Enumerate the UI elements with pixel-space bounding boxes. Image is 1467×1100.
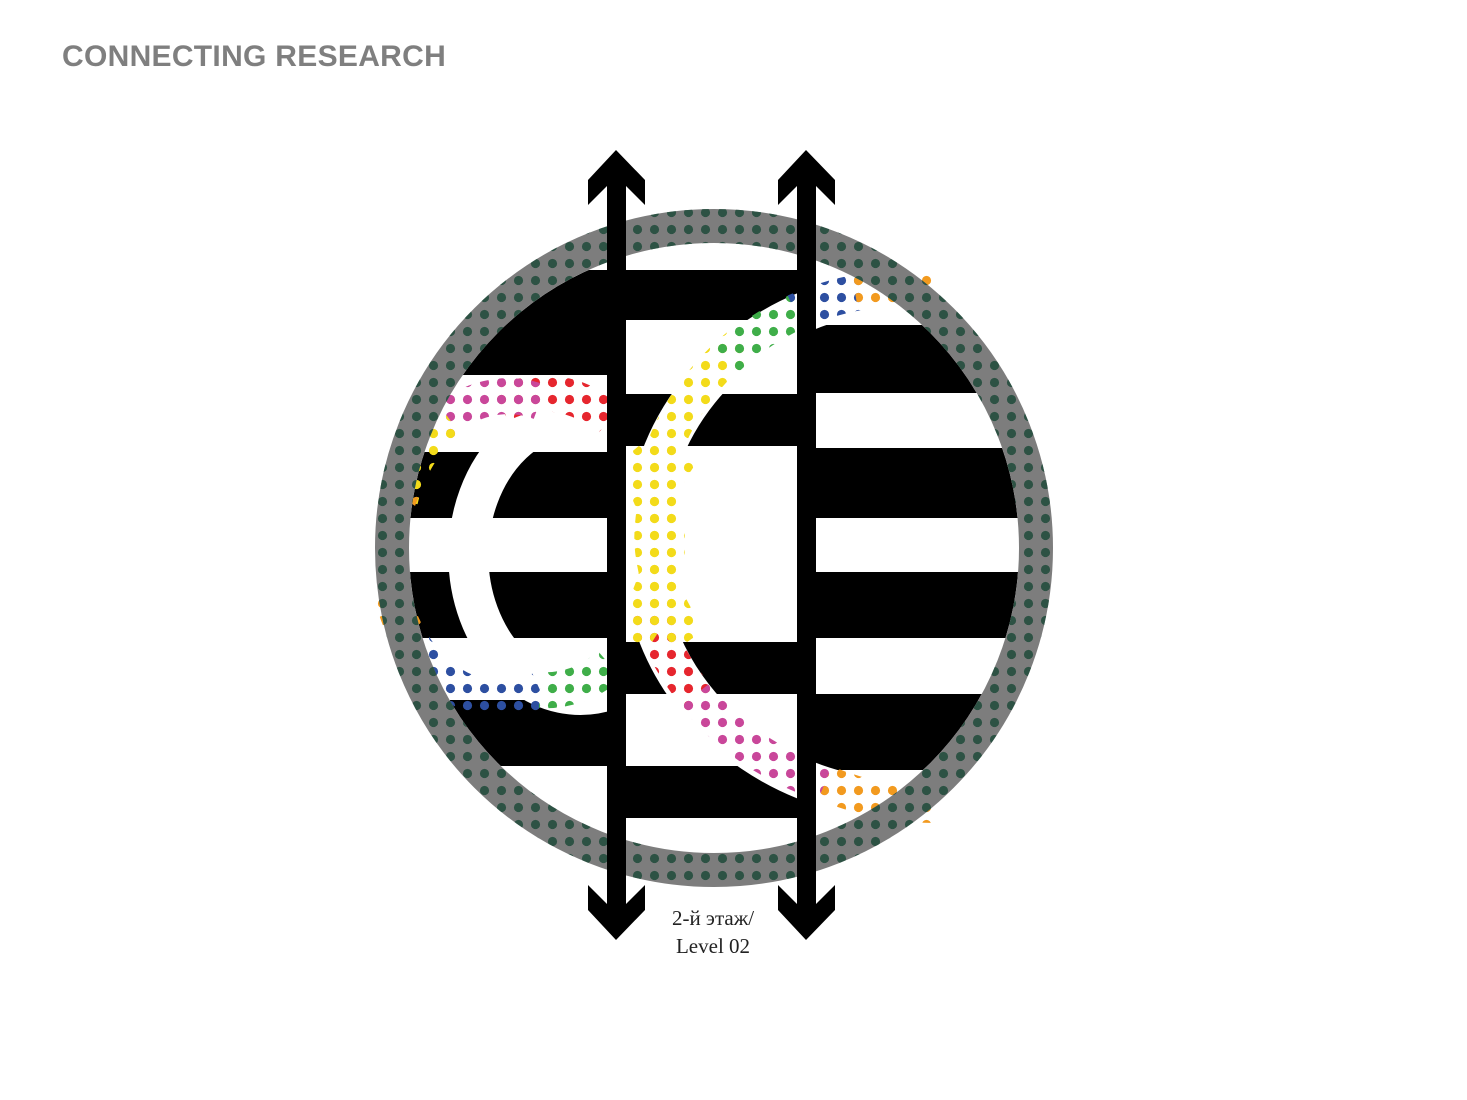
circulation-arrow-right: [778, 150, 835, 940]
level-label-line1: 2-й этаж/: [671, 906, 755, 930]
level-label-line2: Level 02: [675, 934, 751, 958]
outer-ring: [375, 209, 1053, 887]
floor-stripes: [409, 270, 1019, 818]
level-label: 2-й этаж/ Level 02: [640, 904, 786, 960]
circulation-arrow-left: [588, 150, 645, 940]
page-title: CONNECTING RESEARCH: [62, 40, 447, 73]
